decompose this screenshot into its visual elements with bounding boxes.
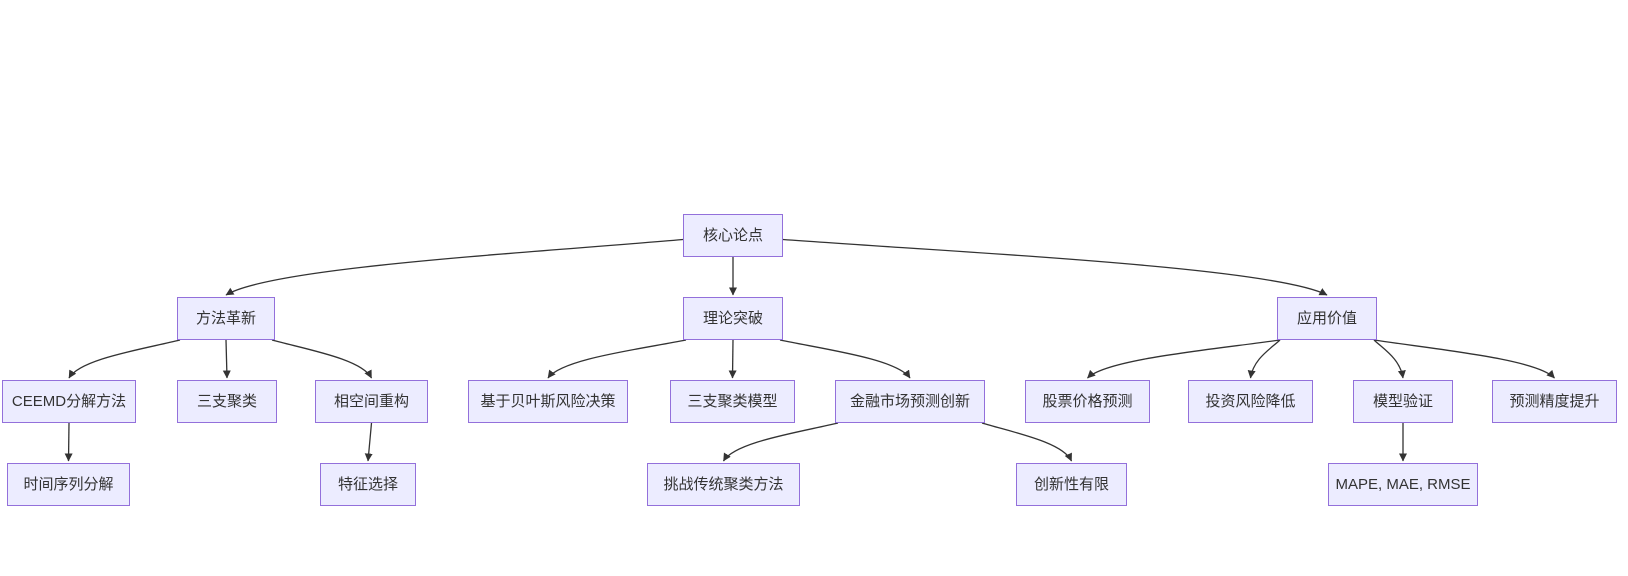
flowchart-edge-root-to-method xyxy=(225,238,684,296)
flowchart-node-theory: 理论突破 xyxy=(683,297,783,340)
flowchart-node-ceemd: CEEMD分解方法 xyxy=(2,380,136,423)
flowchart-node-bayes: 基于贝叶斯风险决策 xyxy=(468,380,628,423)
flowchart-node-stock: 股票价格预测 xyxy=(1025,380,1150,423)
flowchart-edge-theory-to-bayes xyxy=(547,339,687,379)
flowchart-node-twcmodel: 三支聚类模型 xyxy=(670,380,795,423)
flowchart-node-limited: 创新性有限 xyxy=(1016,463,1127,506)
flowchart-edge-theory-to-twcmodel xyxy=(728,339,737,379)
flowchart-edge-method-to-twc xyxy=(222,339,231,379)
flowchart-edge-method-to-phase xyxy=(271,339,373,379)
flowchart-edge-ceemd-to-timeseries xyxy=(64,422,73,462)
flowchart-edge-phase-to-feature xyxy=(364,422,373,462)
flowchart-node-finance: 金融市场预测创新 xyxy=(835,380,985,423)
flowchart-edge-finance-to-challenge xyxy=(722,422,839,462)
flowchart-edge-application-to-risk xyxy=(1247,339,1281,379)
flowchart-node-phase: 相空间重构 xyxy=(315,380,428,423)
flowchart-node-feature: 特征选择 xyxy=(320,463,416,506)
flowchart-edge-method-to-ceemd xyxy=(68,339,181,379)
flowchart-node-method: 方法革新 xyxy=(177,297,275,340)
flowchart-node-timeseries: 时间序列分解 xyxy=(7,463,130,506)
flowchart-node-application: 应用价值 xyxy=(1277,297,1377,340)
flowchart-node-root: 核心论点 xyxy=(683,214,783,257)
flowchart-edge-application-to-stock xyxy=(1087,339,1281,379)
flowchart-edge-theory-to-finance xyxy=(779,339,911,379)
flowchart-edge-application-to-validation xyxy=(1373,339,1406,379)
flowchart-edge-finance-to-limited xyxy=(981,422,1073,462)
flowchart-edge-application-to-accuracy xyxy=(1373,339,1555,379)
flowchart-node-accuracy: 预测精度提升 xyxy=(1492,380,1617,423)
flowchart-node-metrics: MAPE, MAE, RMSE xyxy=(1328,463,1478,506)
flowchart-edge-root-to-application xyxy=(782,238,1328,296)
flowchart-node-risk: 投资风险降低 xyxy=(1188,380,1313,423)
flowchart-node-twc: 三支聚类 xyxy=(177,380,277,423)
flowchart-node-challenge: 挑战传统聚类方法 xyxy=(647,463,800,506)
flowchart-node-validation: 模型验证 xyxy=(1353,380,1453,423)
